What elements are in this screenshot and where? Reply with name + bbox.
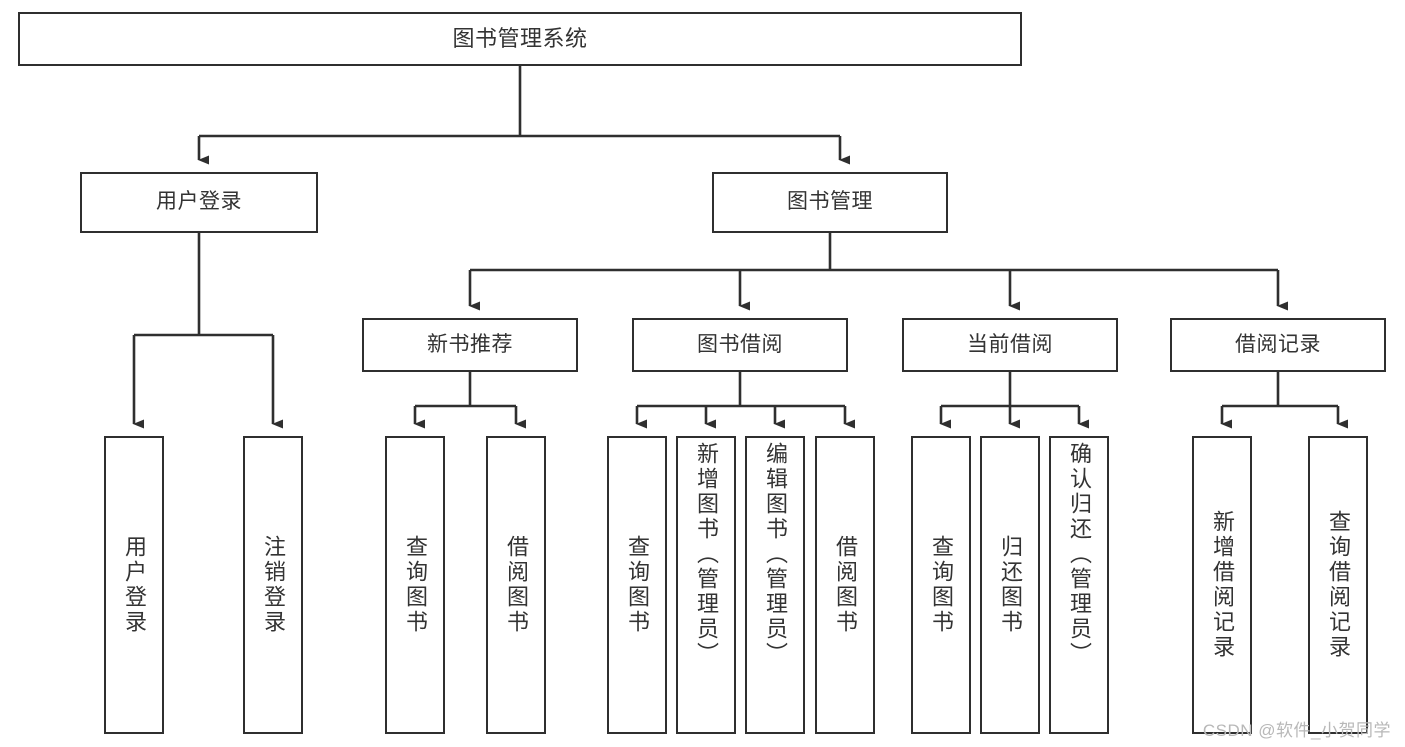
node-label: 查询图书: [402, 535, 428, 635]
node-leaf-return-book[interactable]: 归还图书: [980, 436, 1040, 734]
node-label: 借阅图书: [832, 535, 858, 635]
node-book-borrow[interactable]: 图书借阅: [632, 318, 848, 372]
node-label: 确认归还（管理员）: [1066, 442, 1092, 667]
node-leaf-query-book-1[interactable]: 查询图书: [385, 436, 445, 734]
node-leaf-query-book-3[interactable]: 查询图书: [911, 436, 971, 734]
vlabel-wrap: 新增图书（管理员）: [678, 438, 734, 736]
node-label: 借阅图书: [503, 535, 529, 635]
node-leaf-add-record[interactable]: 新增借阅记录: [1192, 436, 1252, 734]
node-leaf-borrow-book-2[interactable]: 借阅图书: [815, 436, 875, 734]
vlabel-wrap: 查询图书: [913, 438, 969, 732]
node-current-borrow[interactable]: 当前借阅: [902, 318, 1118, 372]
node-borrow-records[interactable]: 借阅记录: [1170, 318, 1386, 372]
vlabel-wrap: 注销登录: [245, 438, 301, 732]
node-label: 查询图书: [928, 535, 954, 635]
node-label: 注销登录: [260, 535, 286, 635]
vlabel-wrap: 借阅图书: [488, 438, 544, 732]
node-leaf-borrow-book-1[interactable]: 借阅图书: [486, 436, 546, 734]
node-label: 当前借阅: [967, 332, 1053, 356]
node-root-book-management-system[interactable]: 图书管理系统: [18, 12, 1022, 66]
vlabel-wrap: 借阅图书: [817, 438, 873, 732]
node-book-management[interactable]: 图书管理: [712, 172, 948, 233]
node-label: 借阅记录: [1235, 332, 1321, 356]
node-label: 图书管理系统: [452, 26, 588, 52]
node-label: 归还图书: [997, 535, 1023, 635]
node-label: 新书推荐: [427, 332, 513, 356]
node-user-login[interactable]: 用户登录: [80, 172, 318, 233]
vlabel-wrap: 确认归还（管理员）: [1051, 438, 1107, 736]
node-label: 编辑图书（管理员）: [762, 442, 788, 667]
watermark-text: CSDN @软件_小贺同学: [1202, 721, 1391, 740]
node-leaf-edit-book[interactable]: 编辑图书（管理员）: [745, 436, 805, 734]
vlabel-wrap: 新增借阅记录: [1194, 438, 1250, 732]
node-label: 查询借阅记录: [1325, 510, 1351, 660]
node-label: 用户登录: [156, 190, 242, 214]
node-label: 图书借阅: [697, 332, 783, 356]
node-new-book-recommendation[interactable]: 新书推荐: [362, 318, 578, 372]
vlabel-wrap: 归还图书: [982, 438, 1038, 732]
node-leaf-user-logout[interactable]: 注销登录: [243, 436, 303, 734]
node-label: 新增图书（管理员）: [693, 442, 719, 667]
vlabel-wrap: 用户登录: [106, 438, 162, 732]
node-label: 新增借阅记录: [1209, 510, 1235, 660]
node-leaf-query-record[interactable]: 查询借阅记录: [1308, 436, 1368, 734]
vlabel-wrap: 查询借阅记录: [1310, 438, 1366, 732]
node-label: 查询图书: [624, 535, 650, 635]
vlabel-wrap: 查询图书: [609, 438, 665, 732]
node-leaf-confirm-return[interactable]: 确认归还（管理员）: [1049, 436, 1109, 734]
node-leaf-query-book-2[interactable]: 查询图书: [607, 436, 667, 734]
node-label: 用户登录: [121, 535, 147, 635]
node-label: 图书管理: [787, 190, 873, 214]
vlabel-wrap: 查询图书: [387, 438, 443, 732]
node-leaf-add-book[interactable]: 新增图书（管理员）: [676, 436, 736, 734]
node-leaf-user-login[interactable]: 用户登录: [104, 436, 164, 734]
vlabel-wrap: 编辑图书（管理员）: [747, 438, 803, 736]
